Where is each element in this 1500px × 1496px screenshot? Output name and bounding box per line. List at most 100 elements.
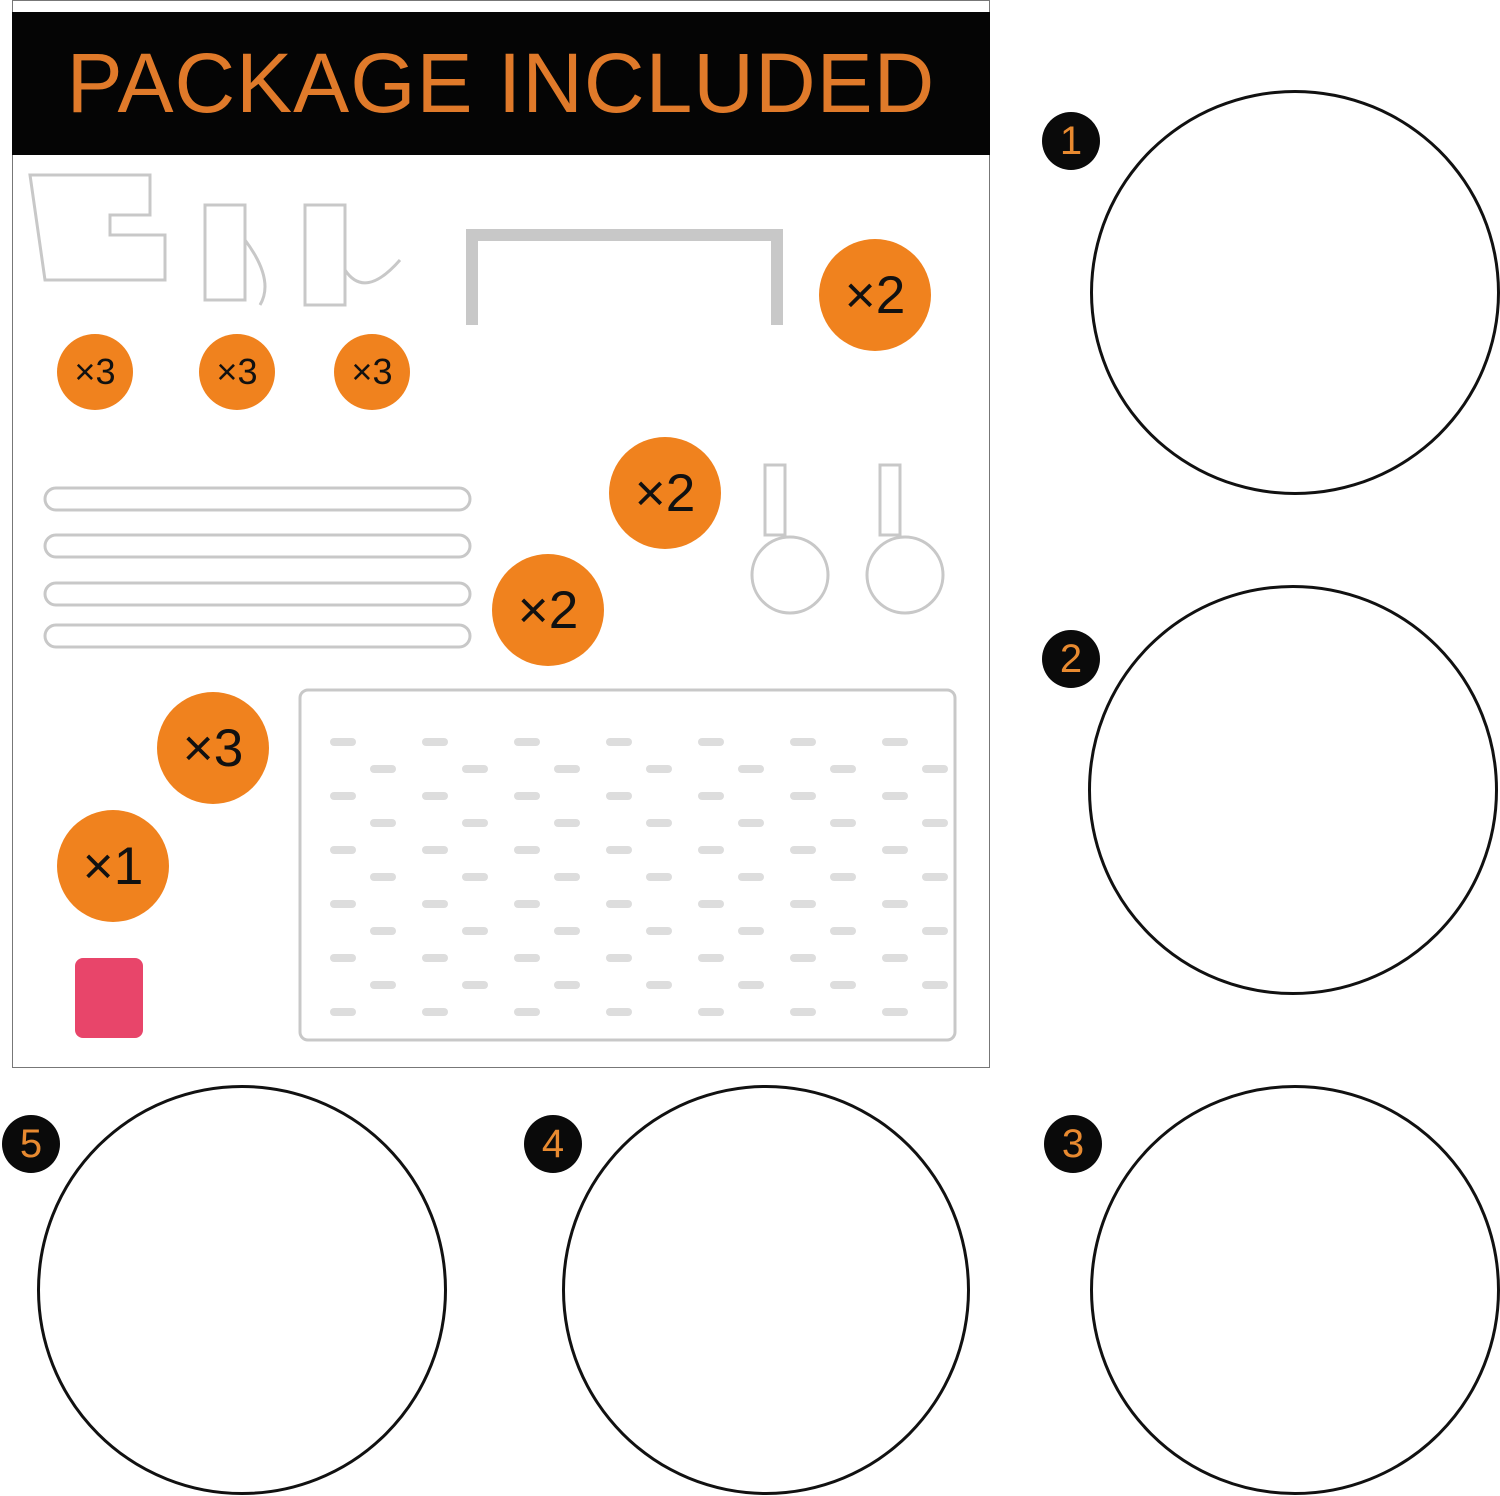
tray-slot: [790, 1008, 816, 1016]
pole-part: [43, 581, 472, 607]
step-4-illustration: [562, 1085, 970, 1495]
tray-slot: [882, 954, 908, 962]
tray-slot: [790, 846, 816, 854]
tray-slot: [606, 738, 632, 746]
tray-slot: [554, 927, 580, 935]
caster-stem: [878, 463, 902, 537]
tray-slot: [738, 819, 764, 827]
tray-slot: [422, 846, 448, 854]
tray-slot: [882, 846, 908, 854]
tray-slot: [606, 1008, 632, 1016]
tray-slot: [830, 765, 856, 773]
tray-slot: [370, 927, 396, 935]
tray-slot: [882, 1008, 908, 1016]
tray-slot: [922, 927, 948, 935]
pole-part: [43, 533, 472, 559]
step-2-illustration: [1088, 585, 1498, 995]
tray-slot: [882, 900, 908, 908]
step-number-3: 3: [1044, 1115, 1102, 1173]
tray-slot: [882, 738, 908, 746]
tray-slot: [830, 927, 856, 935]
tray-slot: [422, 792, 448, 800]
tray-slot: [646, 927, 672, 935]
tray-slot: [830, 819, 856, 827]
handle-part: [466, 229, 783, 325]
tray-slot: [462, 765, 488, 773]
step-number-5: 5: [2, 1115, 60, 1173]
tray-slot: [738, 765, 764, 773]
clip-part: [28, 173, 167, 282]
quantity-badge-caster-wheels: ×2: [609, 437, 721, 549]
tray-slot: [330, 846, 356, 854]
page-title: PACKAGE INCLUDED: [12, 12, 990, 155]
tray-slot: [790, 954, 816, 962]
tray-slot: [698, 792, 724, 800]
parts-illustration: [28, 173, 957, 1042]
tray-slot: [422, 1008, 448, 1016]
tray-slot: [698, 738, 724, 746]
tray-slot: [738, 927, 764, 935]
tray-slot: [882, 792, 908, 800]
tray-slot: [738, 873, 764, 881]
tray-slot: [830, 873, 856, 881]
tray-slot: [370, 819, 396, 827]
tray-slot: [646, 873, 672, 881]
quantity-badge-rubber-mallet-cap: ×1: [57, 810, 169, 922]
tray-slot: [514, 846, 540, 854]
caster-wheel: [750, 535, 830, 615]
tray-slot: [370, 981, 396, 989]
tray-slot: [514, 900, 540, 908]
tray-slot: [790, 900, 816, 908]
tray-slot: [422, 900, 448, 908]
tray-slot: [554, 819, 580, 827]
quantity-badge-hook-small: ×3: [199, 334, 275, 410]
tray-slot: [698, 900, 724, 908]
tray-slot: [330, 792, 356, 800]
tray-slot: [554, 873, 580, 881]
tray-slot: [462, 873, 488, 881]
tray-slot: [462, 981, 488, 989]
step-number-4: 4: [524, 1115, 582, 1173]
quantity-badge-shelf-tray: ×3: [157, 692, 269, 804]
tray-slot: [330, 738, 356, 746]
tray-slot: [606, 846, 632, 854]
tray-slot: [790, 738, 816, 746]
tray-slot: [606, 900, 632, 908]
tray-slot: [646, 981, 672, 989]
tray-slot: [330, 954, 356, 962]
tray-slot: [790, 792, 816, 800]
tray-slot: [370, 765, 396, 773]
tray-slot: [922, 765, 948, 773]
tray-slot: [922, 819, 948, 827]
tray-slot: [462, 927, 488, 935]
quantity-badge-poles: ×2: [492, 554, 604, 666]
tray-slot: [330, 900, 356, 908]
step-number-2: 2: [1042, 630, 1100, 688]
hook-large-part: [303, 203, 347, 307]
step-number-1: 1: [1042, 112, 1100, 170]
tray-slot: [330, 1008, 356, 1016]
tray-slot: [514, 738, 540, 746]
tray-slot: [698, 846, 724, 854]
tray-slot: [646, 765, 672, 773]
tray-slot: [514, 792, 540, 800]
quantity-badge-handle: ×2: [819, 239, 931, 351]
rubber-cap-part: [75, 958, 143, 1038]
step-1-illustration: [1090, 90, 1500, 495]
tray-slot: [606, 792, 632, 800]
step-3-illustration: [1090, 1085, 1500, 1495]
tray-slot: [370, 873, 396, 881]
tray-slot: [554, 981, 580, 989]
tray-slot: [422, 954, 448, 962]
tray-slot: [922, 873, 948, 881]
tray-slot: [554, 765, 580, 773]
tray-slot: [698, 1008, 724, 1016]
tray-slot: [514, 1008, 540, 1016]
tray-slot: [606, 954, 632, 962]
step-5-illustration: [37, 1085, 447, 1495]
pole-part: [43, 486, 472, 512]
quantity-badge-hook-large: ×3: [334, 334, 410, 410]
caster-wheel: [865, 535, 945, 615]
tray-slot: [830, 981, 856, 989]
